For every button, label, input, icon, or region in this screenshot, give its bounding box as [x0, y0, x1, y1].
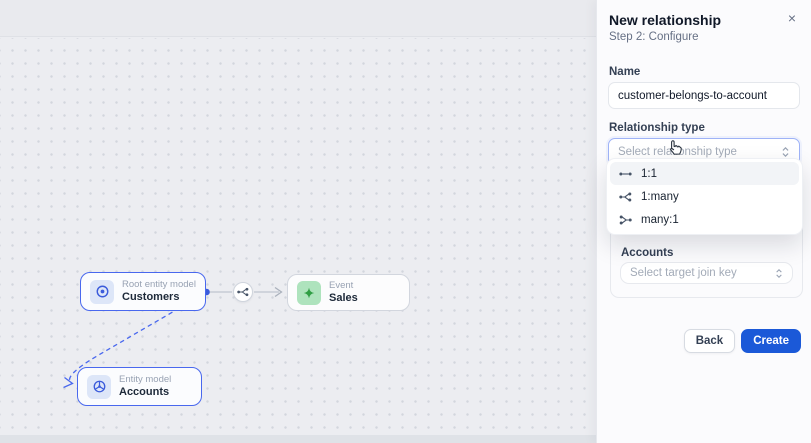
chevron-up-down-icon [782, 147, 789, 157]
node-name-label: Sales [329, 291, 358, 304]
option-one-to-one[interactable]: 1:1 [610, 162, 799, 185]
node-customers[interactable]: Root entity model Customers [80, 272, 206, 311]
create-button[interactable]: Create [741, 329, 801, 353]
name-input[interactable] [608, 82, 800, 109]
target-icon [90, 279, 114, 304]
relationship-type-placeholder: Select relationship type [618, 146, 737, 158]
one-to-many-icon [237, 287, 249, 297]
option-one-to-many[interactable]: 1:many [610, 185, 799, 208]
sphere-icon [87, 374, 111, 399]
many-to-one-icon [619, 215, 632, 224]
accounts-label: Accounts [621, 247, 674, 259]
one-to-one-icon [619, 172, 632, 175]
canvas-top-strip [0, 0, 596, 37]
relationship-type-label: Relationship type [609, 122, 705, 134]
close-icon[interactable]: × [783, 9, 801, 27]
target-join-key-select[interactable]: Select target join key [620, 262, 793, 284]
new-relationship-panel: New relationship × Step 2: Configure Nam… [596, 0, 811, 443]
step-indicator: Step 2: Configure [609, 31, 699, 43]
node-sales[interactable]: Event Sales [287, 274, 410, 311]
node-name-label: Accounts [119, 385, 170, 398]
option-label: 1:many [641, 190, 679, 203]
node-type-label: Event [329, 279, 354, 291]
model-canvas[interactable]: Root entity model Customers Event Sales … [0, 0, 596, 443]
node-name-label: Customers [122, 290, 180, 303]
target-join-key-placeholder: Select target join key [630, 267, 737, 279]
edge-cardinality-badge[interactable] [233, 282, 253, 302]
option-label: 1:1 [641, 167, 657, 180]
chevron-up-down-icon [776, 268, 782, 278]
node-type-label: Root entity model [122, 278, 196, 290]
option-label: many:1 [641, 213, 679, 226]
option-many-to-one[interactable]: many:1 [610, 208, 799, 231]
relationship-type-dropdown: 1:1 1:many many:1 [606, 158, 803, 235]
name-label: Name [609, 66, 641, 78]
panel-title: New relationship [609, 12, 722, 28]
node-type-label: Entity model [119, 373, 172, 385]
spark-icon [297, 280, 321, 305]
canvas-bottom-strip [0, 435, 596, 443]
one-to-many-icon [619, 192, 632, 201]
back-button[interactable]: Back [683, 329, 736, 353]
panel-footer: Back Create [683, 329, 801, 353]
node-accounts[interactable]: Entity model Accounts [77, 367, 202, 406]
